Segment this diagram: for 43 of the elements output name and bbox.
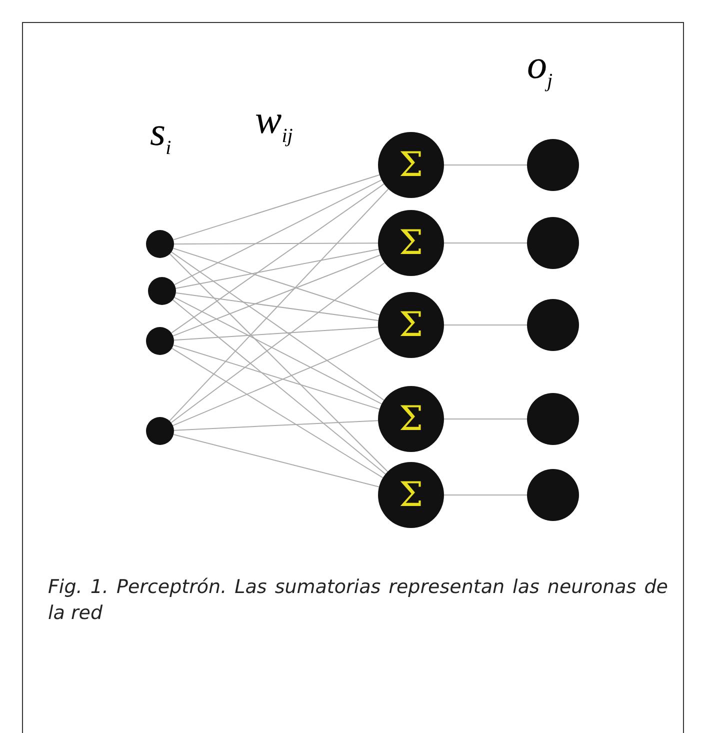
connection-line <box>174 179 382 286</box>
sigma-symbol: Σ <box>398 478 424 512</box>
variable-label: s$_{i}$ <box>150 112 172 158</box>
connection-line <box>172 299 386 475</box>
connection-line <box>169 188 389 422</box>
connection-line <box>170 183 384 334</box>
connection-line <box>444 324 528 326</box>
sigma-symbol: Σ <box>398 308 424 342</box>
connection-line <box>172 248 380 316</box>
connection-line <box>174 242 378 244</box>
connection-line <box>172 344 380 410</box>
connection-line <box>172 254 381 336</box>
connection-line <box>169 253 388 472</box>
neuron-circle <box>527 299 579 351</box>
neuron-circle <box>148 277 176 305</box>
connection-line <box>175 292 379 322</box>
figure-caption: Fig. 1. Perceptrón. Las sumatorias representan las neuronas de la red <box>48 575 668 626</box>
connection-line <box>173 420 379 431</box>
variable-label: o$_{j}$ <box>527 45 553 91</box>
connection-line <box>173 326 379 341</box>
neuron-circle <box>146 230 174 258</box>
connection-line <box>444 242 528 244</box>
connection-line <box>175 248 380 289</box>
neuron-circle <box>146 417 174 445</box>
connection-line <box>172 337 382 426</box>
sigma-symbol: Σ <box>398 226 424 260</box>
neuron-circle <box>146 327 174 355</box>
connection-line <box>444 494 528 496</box>
connection-line <box>171 348 384 478</box>
neuron-circle <box>527 469 579 521</box>
sigma-symbol: Σ <box>398 402 424 436</box>
connection-line <box>173 434 380 488</box>
neuron-circle <box>527 393 579 445</box>
connection-line <box>174 296 382 404</box>
variable-label: w$_{ij}$ <box>255 100 293 146</box>
connection-line <box>444 164 528 166</box>
neuron-circle <box>527 139 579 191</box>
connection-line <box>170 262 386 424</box>
sigma-symbol: Σ <box>398 148 424 182</box>
connection-line <box>170 252 384 401</box>
connection-line <box>172 174 380 240</box>
connection-line <box>444 418 528 420</box>
neuron-circle <box>527 217 579 269</box>
